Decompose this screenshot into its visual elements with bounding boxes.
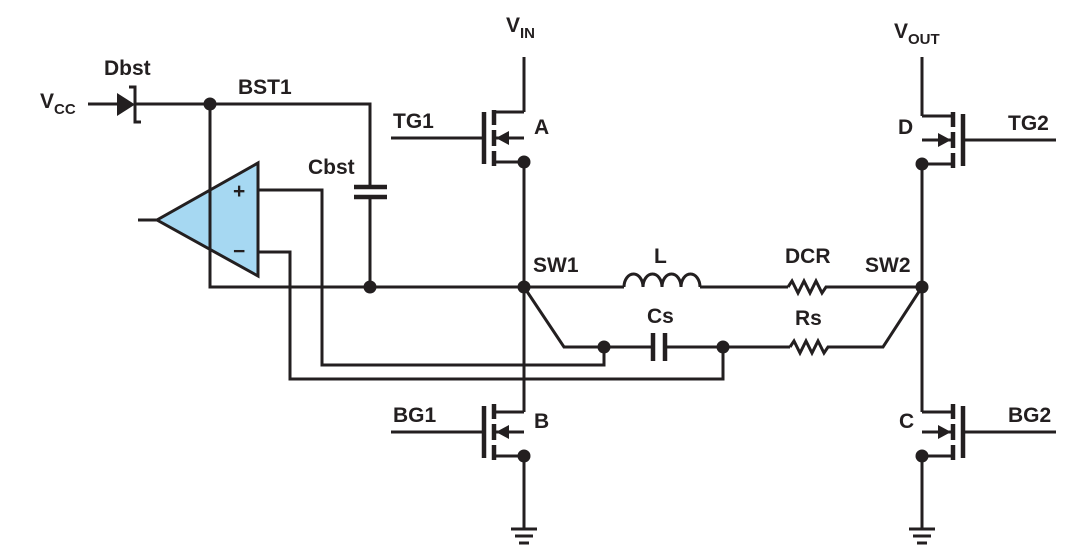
sense-wire-left [522,286,651,349]
mosfet-c-label: C [899,410,914,433]
amp-plus-label: + [233,180,245,203]
dcr-resistor [786,277,922,297]
sw2-label: SW2 [865,254,911,277]
sw1-label: SW1 [533,254,579,277]
vcc-label: VCC [40,90,76,118]
ground-symbol-left [511,527,537,545]
minus-input-wire [258,250,725,381]
cbst-capacitor [354,184,387,200]
amp-supply-wire [208,104,370,289]
cbst-label: Cbst [308,156,355,179]
inductor-l [622,272,702,288]
bg1-label: BG1 [393,404,437,427]
tg1-label: TG1 [393,110,434,133]
mosfet-a-label: A [534,116,549,139]
mosfet-d-source-dot [915,157,929,171]
mosfet-d-label: D [898,116,913,139]
dcr-label: DCR [785,245,831,268]
vout-label: VOUT [894,20,940,48]
amp-minus-label: − [233,240,245,263]
bg2-label: BG2 [1008,404,1051,427]
rs-label: Rs [795,307,822,330]
cs-capacitor [650,333,668,361]
dbst-label: Dbst [104,57,151,80]
mosfet-b-label: B [534,410,549,433]
plus-input-wire [258,188,606,367]
rs-resistor [788,286,924,357]
tg2-label: TG2 [1008,112,1049,135]
cs-label: Cs [647,305,674,328]
mosfet-a [391,110,524,166]
bst1-label: BST1 [238,76,292,99]
mosfet-a-source-dot [517,155,531,169]
amplifier [153,160,260,279]
mosfet-b [391,404,524,460]
vin-label: VIN [506,14,535,42]
ground-symbol-right [909,527,935,545]
mosfet-d [922,112,1056,168]
inductor-label: L [654,245,667,268]
